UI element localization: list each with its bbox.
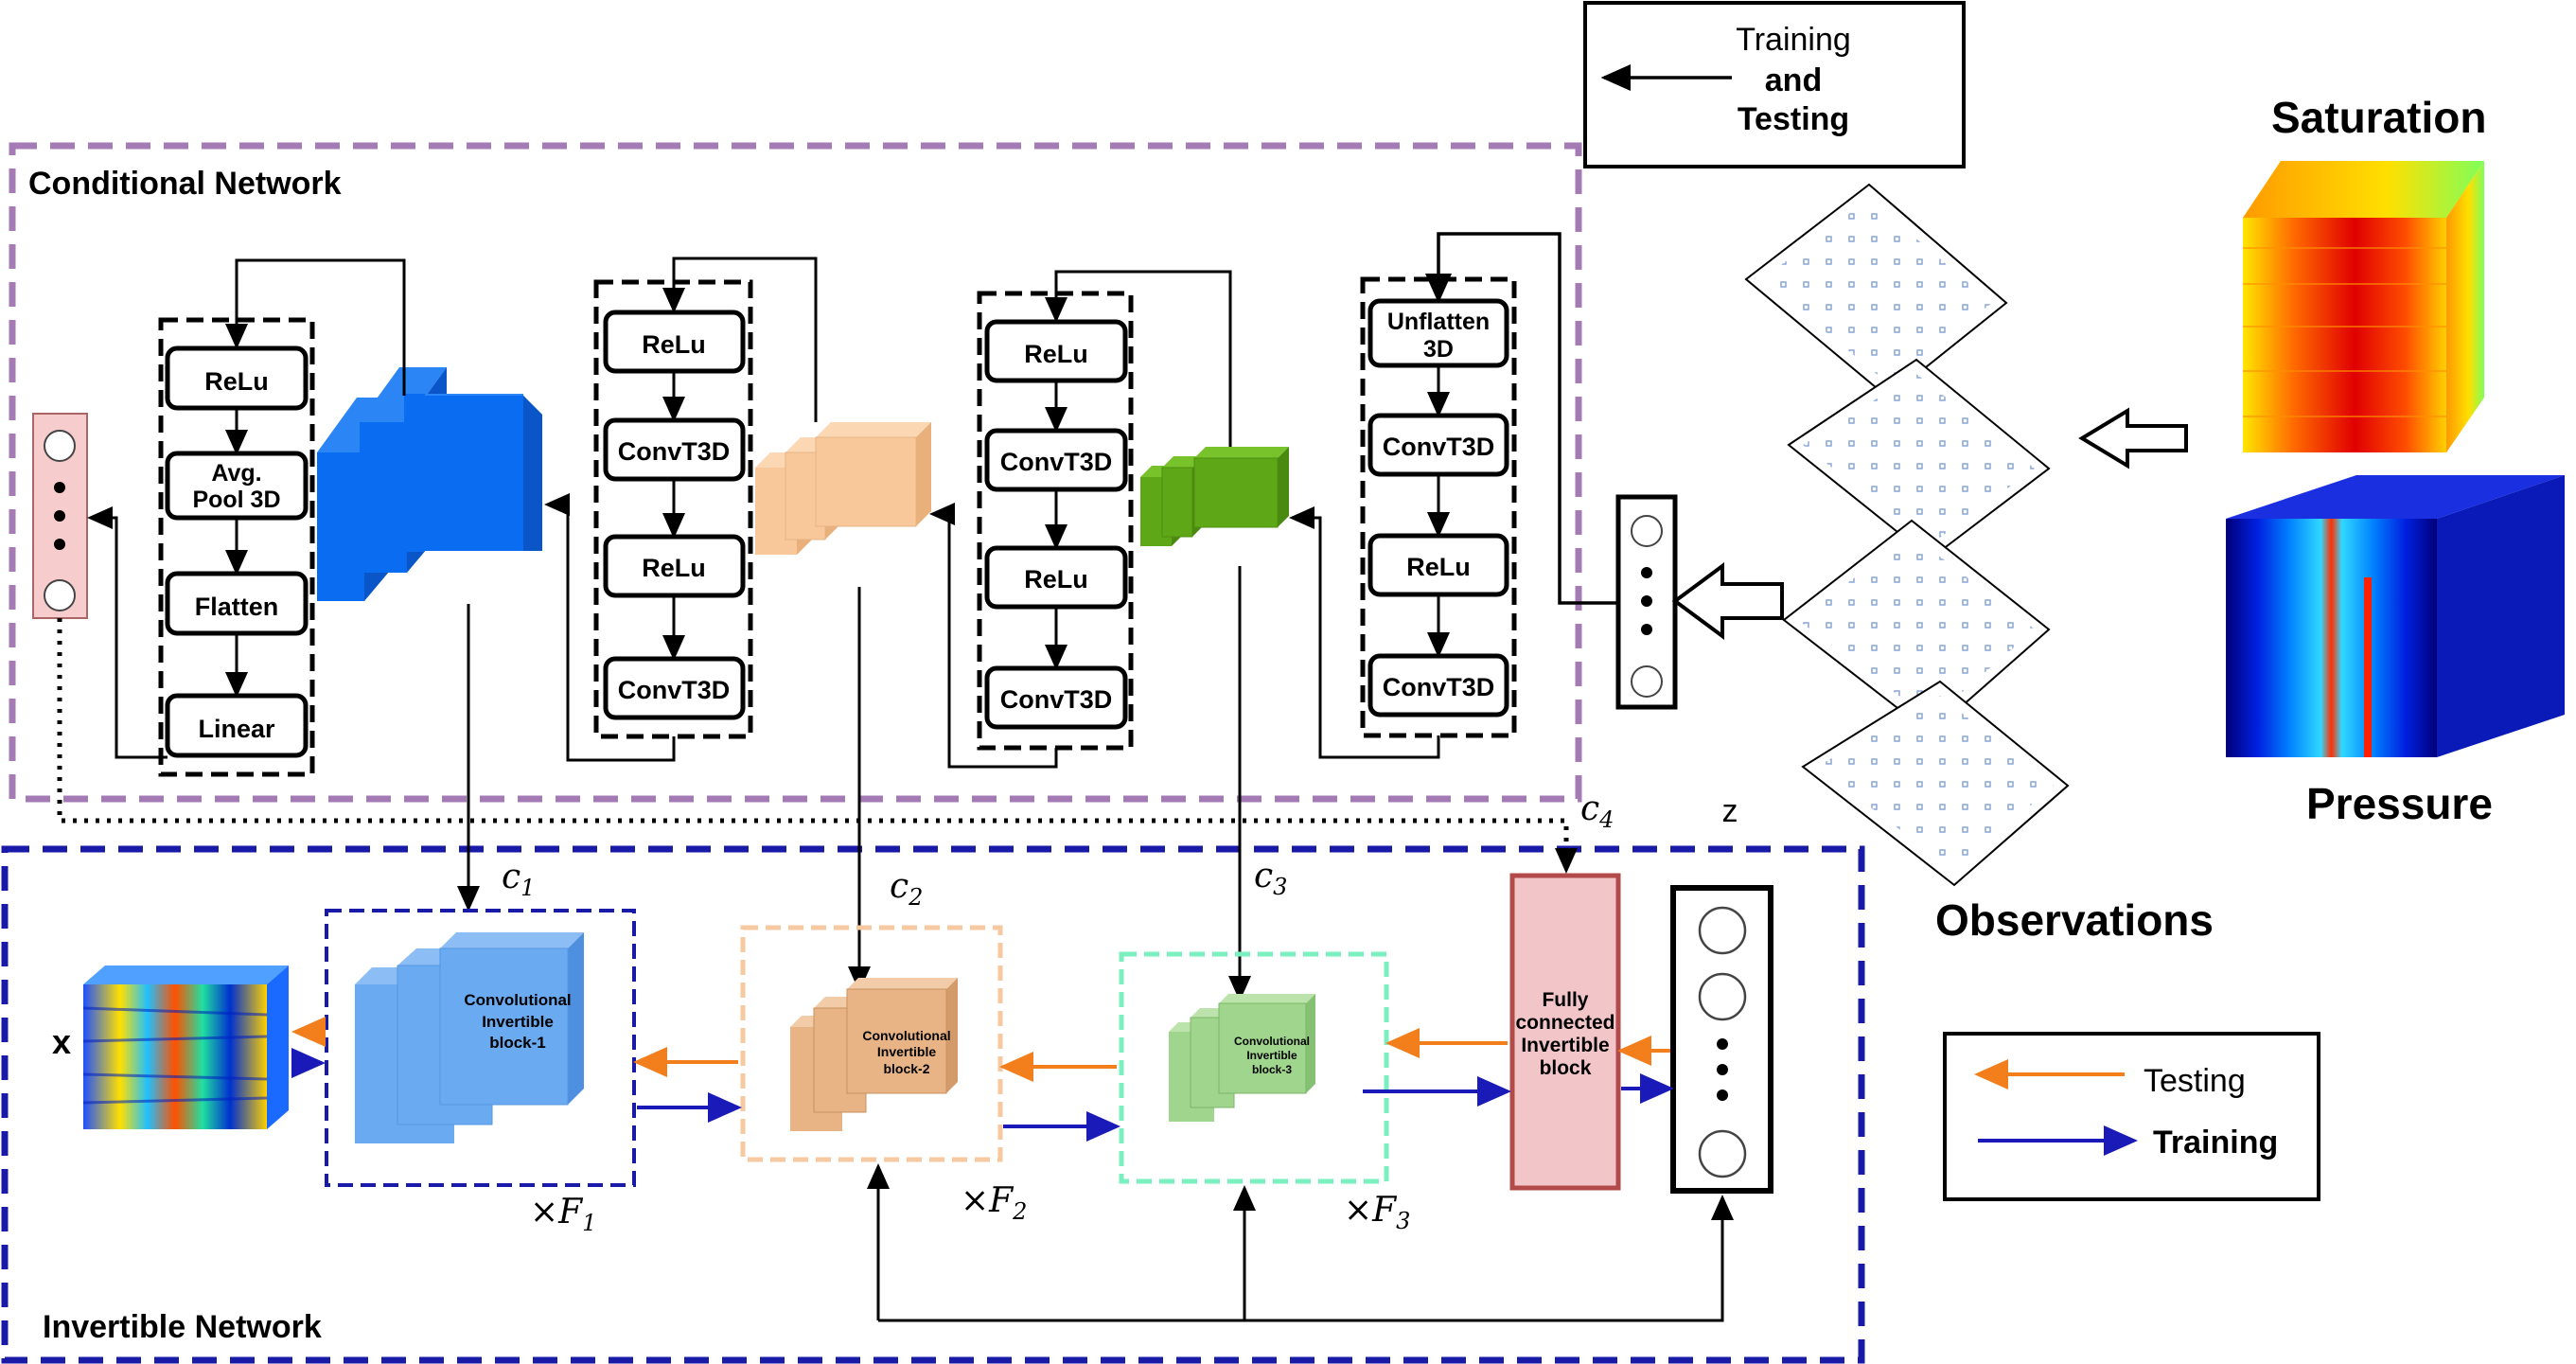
svg-text:ReLu: ReLu [642,554,706,582]
svg-text:ReLu: ReLu [1024,565,1088,593]
svg-text:connected: connected [1515,1012,1614,1034]
svg-text:ConvT3D: ConvT3D [1383,673,1495,701]
z-label: z [1722,793,1738,829]
pressure-cube [2226,475,2565,757]
feature-cube-blue [317,367,542,601]
svg-text:ReLu: ReLu [1406,553,1471,581]
saturation-title: Saturation [2271,93,2486,142]
conditional-network-title: Conditional Network [28,166,342,202]
stage3-relu-1: ReLu [984,319,1128,383]
x-label: x [52,1022,71,1061]
f2-label: ×F2 [961,1181,1027,1225]
stage4-unflatten-3d: Unflatten 3D [1367,298,1509,368]
feature-cube-green [1140,447,1289,546]
svg-text:ReLu: ReLu [642,330,706,359]
stage4-convt3d-1: ConvT3D [1367,413,1509,477]
svg-text:Invertible: Invertible [482,1013,554,1031]
observation-planes [1744,183,2070,887]
c4-label: c4 [1580,789,1614,833]
c1-label: c1 [502,858,535,901]
f1-label: ×F1 [530,1193,596,1236]
convolutional-invertible-block-1: Convolutional Invertible block-1 [355,932,584,1143]
pressure-title: Pressure [2306,779,2493,828]
saturation-cube [2243,161,2484,452]
stage1-flatten: Flatten [165,571,309,636]
stage4-relu: ReLu [1367,533,1509,597]
stage2-convt3d-1: ConvT3D [603,417,746,482]
svg-text:Fully: Fully [1542,989,1588,1011]
observation-vector [1615,494,1678,710]
legend-top-line3: Testing [1738,101,1849,137]
c3-label: c3 [1254,857,1287,900]
conditional-network-box [9,142,1582,803]
svg-text:ConvT3D: ConvT3D [1000,685,1113,714]
stage2-relu-1: ReLu [603,310,746,374]
svg-text:Invertible: Invertible [1521,1035,1609,1056]
stage3-relu-2: ReLu [984,545,1128,610]
svg-text:Unflatten: Unflatten [1387,309,1490,335]
svg-text:ReLu: ReLu [204,367,269,396]
legend-training: Training [2153,1125,2278,1160]
svg-text:ConvT3D: ConvT3D [618,437,731,466]
svg-text:ReLu: ReLu [1024,340,1088,368]
svg-text:Convolutional: Convolutional [464,991,571,1009]
stage3-convt3d-2: ConvT3D [984,665,1128,730]
c2-label: c2 [890,867,923,911]
svg-text:Flatten: Flatten [195,593,279,621]
stage2-convt3d-2: ConvT3D [603,656,746,720]
svg-text:block-3: block-3 [1252,1063,1292,1076]
block3-dashed-frame [1119,951,1389,1184]
svg-text:Linear: Linear [198,715,275,743]
stage3-convt3d-1: ConvT3D [984,428,1128,492]
feature-cube-peach [755,422,931,555]
fully-connected-invertible-block: Fully connected Invertible block [1509,873,1621,1191]
svg-text:Invertible: Invertible [1246,1049,1297,1062]
svg-text:block-1: block-1 [489,1034,546,1052]
legend-top-line1: Training [1736,22,1851,58]
block2-dashed-frame [740,925,1003,1162]
svg-text:Invertible: Invertible [877,1044,936,1059]
x-input-cube [82,965,289,1129]
f3-label: ×F3 [1344,1191,1410,1234]
svg-text:block-2: block-2 [883,1061,929,1076]
legend-top: Training and Testing [1583,1,1966,168]
svg-text:ConvT3D: ConvT3D [1383,433,1495,461]
svg-text:Pool 3D: Pool 3D [192,487,280,513]
stage1-linear: Linear [165,693,309,758]
output-vector [32,413,88,619]
svg-text:Convolutional: Convolutional [862,1028,950,1043]
stage4-dashed-group [1360,276,1517,738]
invertible-network-title: Invertible Network [43,1309,322,1345]
svg-text:block: block [1540,1057,1592,1079]
svg-text:3D: 3D [1423,336,1454,363]
svg-text:ConvT3D: ConvT3D [618,676,731,704]
stage1-avg-pool: Avg. Pool 3D [165,451,309,521]
svg-text:Avg.: Avg. [211,460,261,487]
convolutional-invertible-block-2: Convolutional Invertible block-2 [790,978,958,1131]
arrow-to-obs-vector [1671,562,1784,640]
legend-bottom: Testing Training [1943,1032,2320,1201]
svg-text:ConvT3D: ConvT3D [1000,448,1113,476]
stage1-relu: ReLu [165,345,309,411]
svg-text:Convolutional: Convolutional [1234,1035,1310,1048]
legend-top-line2: and [1765,62,1822,98]
legend-testing: Testing [2144,1063,2246,1099]
invertible-network-box [1,845,1865,1364]
stage1-dashed-group [158,317,315,777]
arrow-to-observations [2078,407,2188,469]
z-latent-vector [1670,885,1773,1194]
stage2-relu-2: ReLu [603,534,746,598]
stage4-convt3d-2: ConvT3D [1367,653,1509,717]
convolutional-invertible-block-3: Convolutional Invertible block-3 [1169,994,1315,1122]
observations-title: Observations [1935,895,2214,945]
